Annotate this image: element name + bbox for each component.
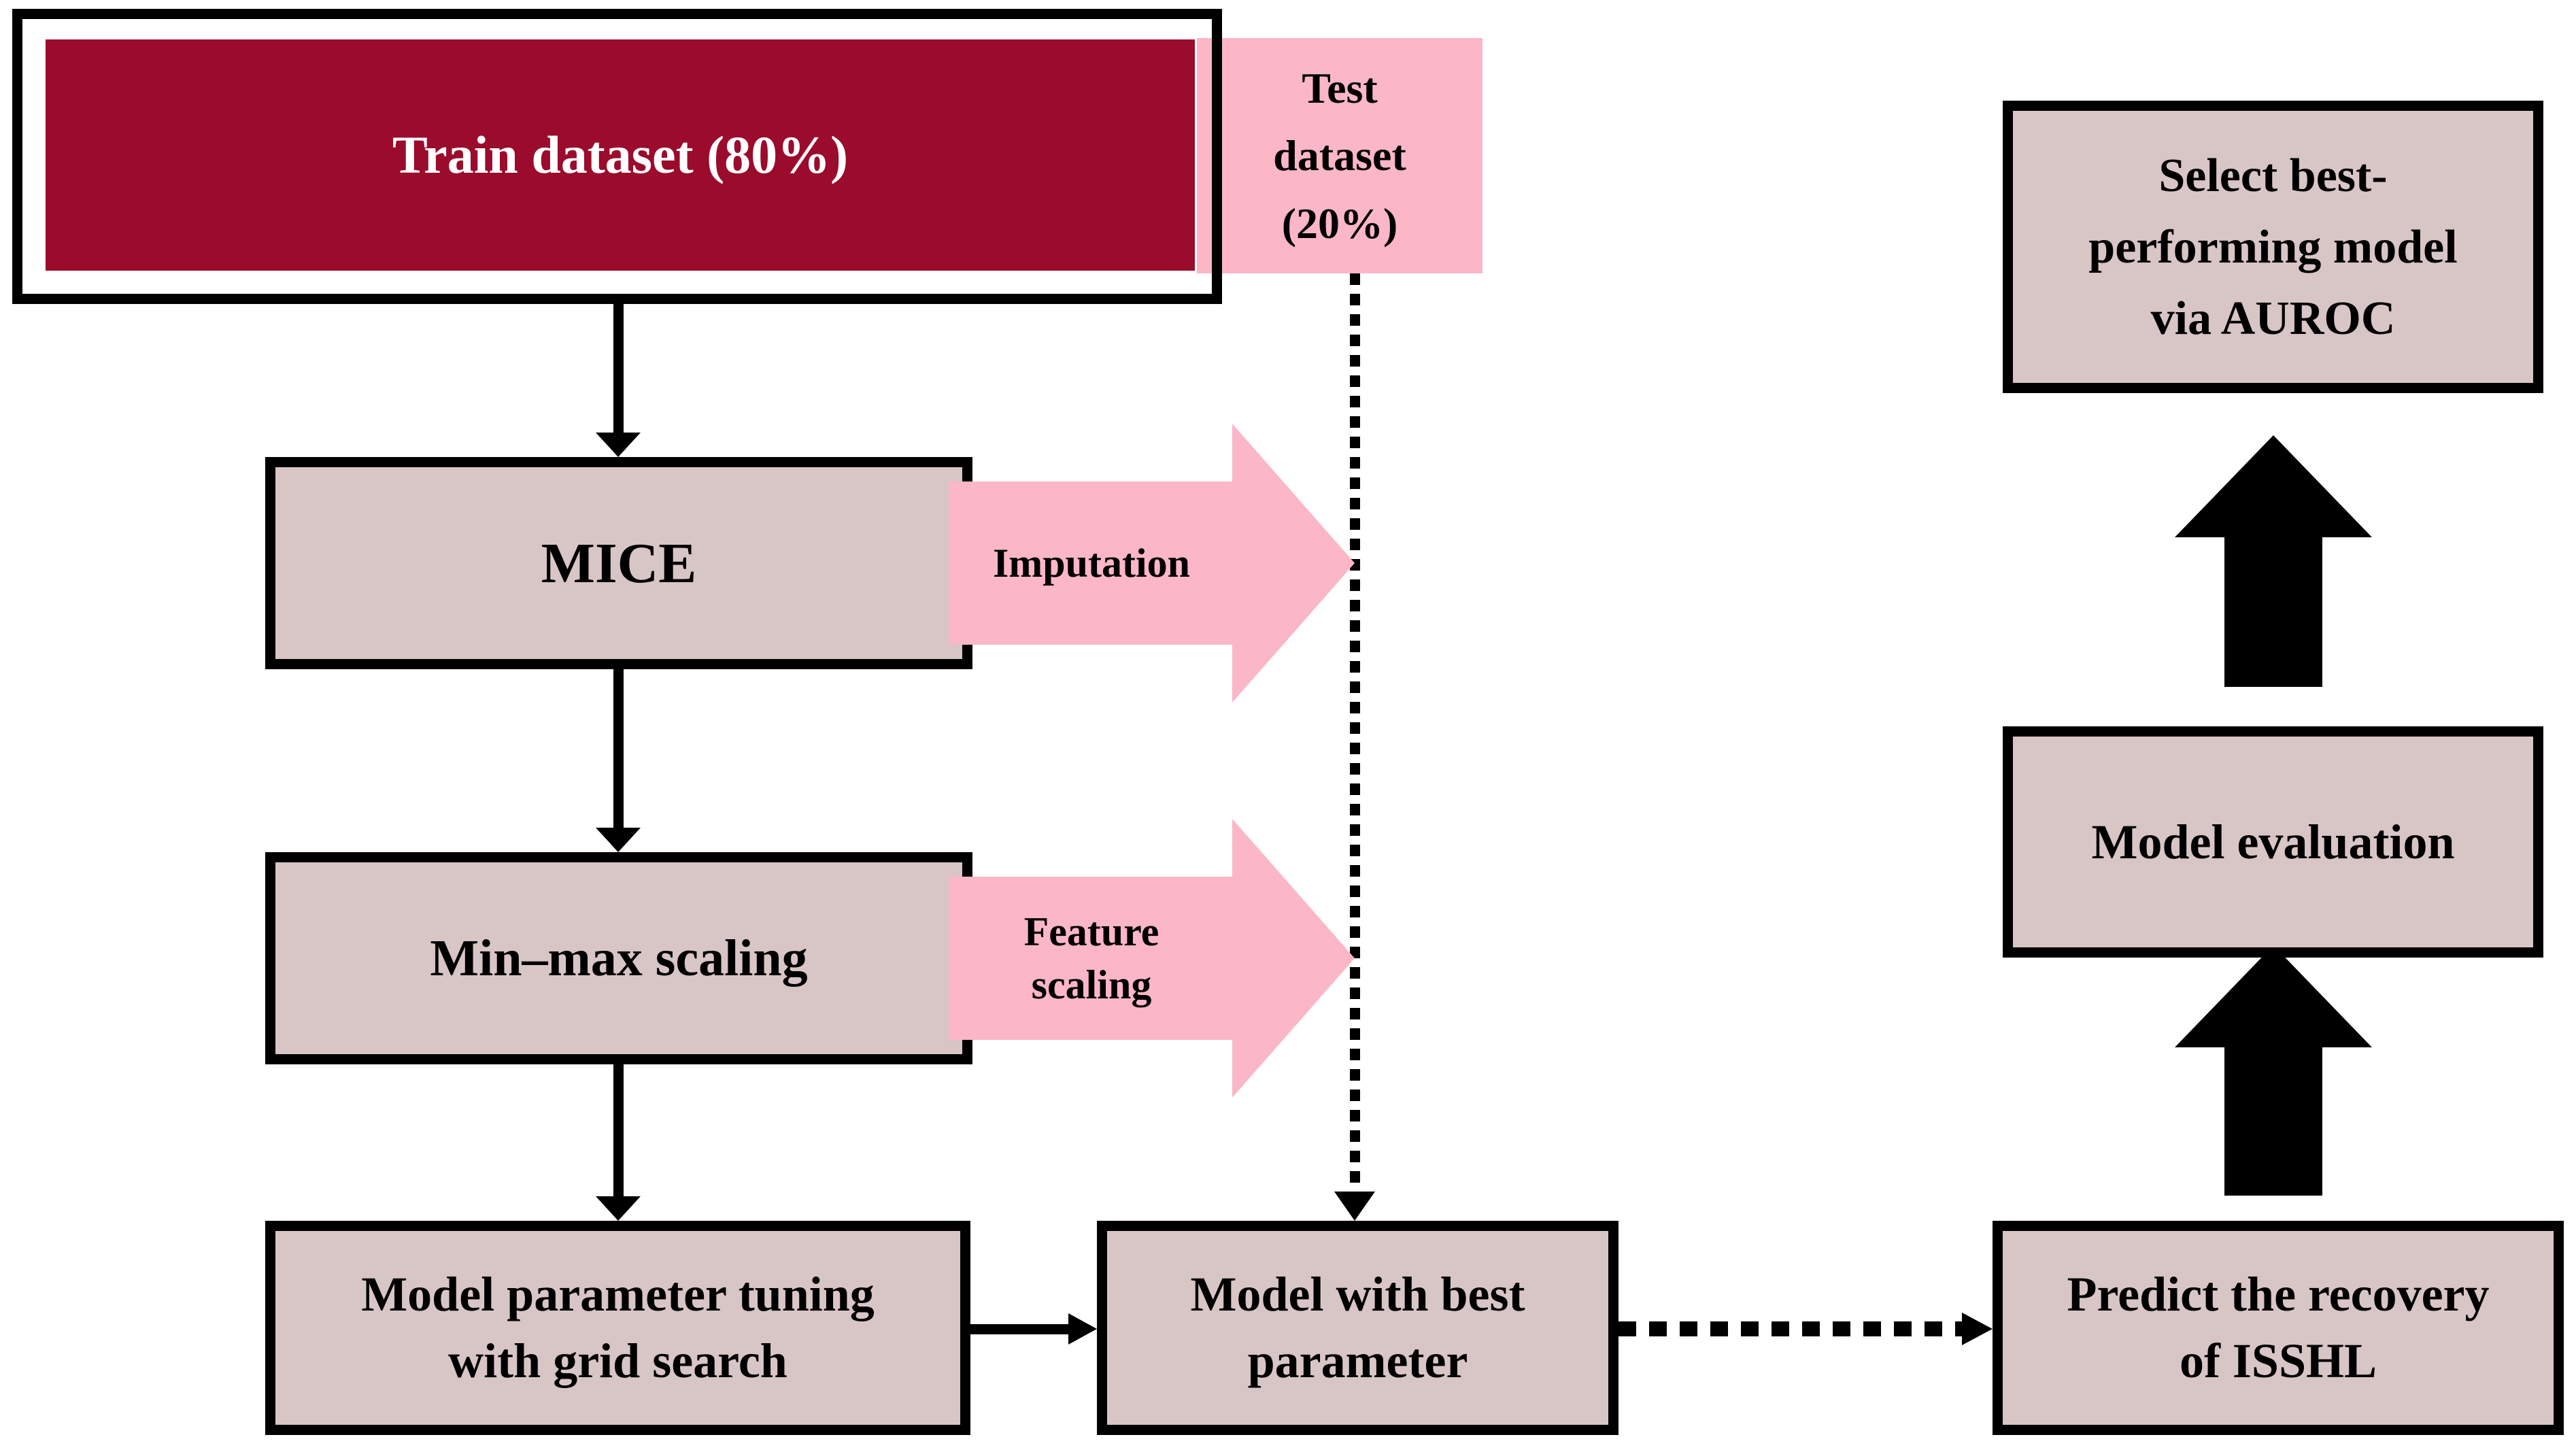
feature-scaling-line: Feature — [1023, 909, 1159, 954]
dotted-arrowhead-bestmodel-to-predict — [1962, 1313, 1993, 1345]
arrowhead-train-to-mice — [596, 433, 641, 457]
minmax-scaling-label: Min–max scaling — [430, 929, 808, 987]
imputation-arrow: Imputation — [949, 482, 1234, 645]
test-dataset-line: dataset — [1273, 131, 1406, 180]
best-model-box: Model with best parameter — [1097, 1221, 1619, 1435]
arrowhead-tuning-to-bestmodel — [1068, 1313, 1097, 1345]
test-dataset-box: Test dataset (20%) — [1197, 38, 1482, 273]
up-arrow-predict-to-evaluation — [2175, 945, 2372, 1047]
feature-scaling-arrow: Feature scaling — [949, 877, 1234, 1040]
arrowhead-mice-to-minmax — [596, 828, 641, 852]
select-best-model-box: Select best- performing model via AUROC — [2003, 101, 2543, 393]
select-best-model-line: via AUROC — [2150, 292, 2396, 345]
parameter-tuning-line: Model parameter tuning — [361, 1267, 875, 1322]
predict-recovery-box: Predict the recovery of ISSHL — [1993, 1221, 2564, 1435]
parameter-tuning-box: Model parameter tuning with grid search — [265, 1221, 970, 1435]
train-dataset-label: Train dataset (80%) — [392, 125, 849, 184]
dotted-connector-bestmodel-to-predict — [1619, 1321, 1962, 1336]
imputation-label: Imputation — [992, 540, 1191, 586]
train-dataset-outline — [12, 9, 1222, 304]
test-dataset-line: (20%) — [1281, 199, 1398, 248]
best-model-line: Model with best — [1190, 1267, 1525, 1322]
up-arrow-shaft-predict-to-evaluation — [2224, 1046, 2322, 1196]
select-best-model-line: performing model — [2088, 220, 2458, 273]
dotted-arrowhead-test-to-bestmodel — [1334, 1192, 1375, 1221]
connector-train-to-mice — [613, 304, 624, 435]
feature-scaling-line: scaling — [1031, 962, 1152, 1007]
minmax-scaling-box: Min–max scaling — [265, 852, 972, 1064]
select-best-model-line: Select best- — [2158, 149, 2388, 202]
best-model-line: parameter — [1247, 1333, 1468, 1388]
model-evaluation-box: Model evaluation — [2003, 726, 2543, 958]
train-dataset-box: Train dataset (80%) — [46, 39, 1195, 271]
feature-scaling-arrow-head — [1232, 819, 1355, 1098]
up-arrow-evaluation-to-select — [2175, 435, 2372, 537]
mice-box: MICE — [265, 457, 972, 669]
model-evaluation-label: Model evaluation — [2091, 814, 2455, 869]
mice-label: MICE — [541, 531, 697, 595]
connector-tuning-to-bestmodel — [970, 1324, 1072, 1334]
connector-mice-to-minmax — [613, 669, 624, 830]
imputation-arrow-head — [1232, 424, 1355, 703]
predict-recovery-line: Predict the recovery — [2067, 1267, 2490, 1322]
arrowhead-minmax-to-tuning — [596, 1196, 641, 1221]
up-arrow-shaft-evaluation-to-select — [2224, 536, 2322, 687]
connector-minmax-to-tuning — [613, 1064, 624, 1198]
test-dataset-line: Test — [1302, 64, 1378, 113]
parameter-tuning-line: with grid search — [448, 1333, 787, 1388]
predict-recovery-line: of ISSHL — [2179, 1333, 2377, 1388]
